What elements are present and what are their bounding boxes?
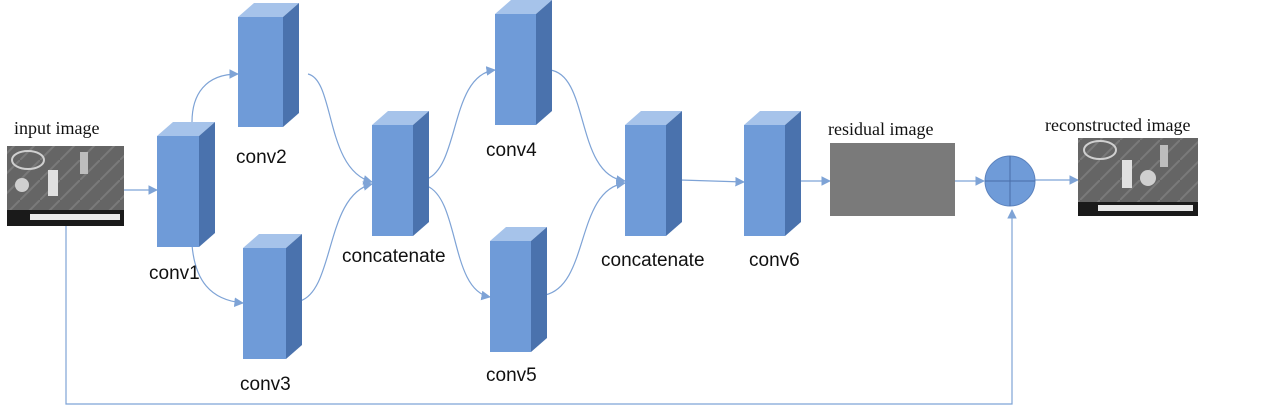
block-front-face	[495, 14, 536, 125]
conv2-label: conv2	[236, 147, 287, 168]
block-side-face	[413, 111, 429, 236]
conv-blocks	[157, 0, 801, 359]
conv5-label: conv5	[486, 365, 537, 386]
edge-conv3-to-concat1	[299, 181, 373, 302]
edge-concat1-to-conv5	[426, 185, 491, 301]
block-side-face	[536, 0, 552, 125]
concatenate-2-label: concatenate	[601, 250, 705, 271]
block-side-face	[785, 111, 801, 236]
edge-conv5-to-concat2	[544, 179, 626, 296]
conv4-label: conv4	[486, 140, 537, 161]
input-image-thumbnail	[7, 146, 124, 226]
block-top-face	[372, 111, 429, 125]
connection-arrows	[65, 66, 1079, 405]
block-front-face	[243, 248, 286, 359]
residual-image-label: residual image	[828, 119, 933, 139]
reconstructed-image-thumbnail	[1078, 138, 1198, 216]
block-front-face	[744, 125, 785, 236]
block-side-face	[531, 227, 547, 352]
block-top-face	[744, 111, 801, 125]
block-top-face	[238, 3, 299, 17]
edge-conv2-to-concat1	[307, 73, 373, 185]
block-front-face	[238, 17, 283, 127]
concatenate-1-block	[372, 111, 429, 236]
block-side-face	[283, 3, 299, 127]
conv6-block	[744, 111, 801, 236]
conv6-label: conv6	[749, 250, 800, 271]
edge-concat2-to-conv6	[679, 176, 745, 187]
block-side-face	[199, 122, 215, 247]
block-top-face	[243, 234, 302, 248]
edge-skip-connection	[65, 209, 1017, 405]
conv5-block	[490, 227, 547, 352]
conv1-block	[157, 122, 215, 247]
block-top-face	[495, 0, 552, 14]
conv3-block	[243, 234, 302, 359]
conv2-block	[238, 3, 299, 127]
input-image-label: input image	[14, 118, 99, 138]
concatenate-2-block	[625, 111, 682, 236]
edge-conv1-to-conv2	[191, 69, 239, 123]
adder-icon	[984, 155, 1036, 207]
block-top-face	[157, 122, 215, 136]
concatenate-1-label: concatenate	[342, 246, 446, 267]
conv1-label: conv1	[149, 263, 200, 284]
block-top-face	[490, 227, 547, 241]
residual-image	[830, 143, 955, 216]
block-top-face	[625, 111, 682, 125]
edge-conv1-to-conv3	[191, 244, 244, 307]
conv3-label: conv3	[240, 374, 291, 395]
block-front-face	[625, 125, 666, 236]
block-front-face	[157, 136, 199, 247]
conv4-block	[495, 0, 552, 125]
block-side-face	[286, 234, 302, 359]
block-side-face	[666, 111, 682, 236]
block-front-face	[490, 241, 531, 352]
block-front-face	[372, 125, 413, 236]
edge-concat1-to-conv4	[426, 66, 496, 180]
edge-conv4-to-concat2	[549, 69, 626, 185]
reconstructed-image-label: reconstructed image	[1045, 115, 1190, 135]
